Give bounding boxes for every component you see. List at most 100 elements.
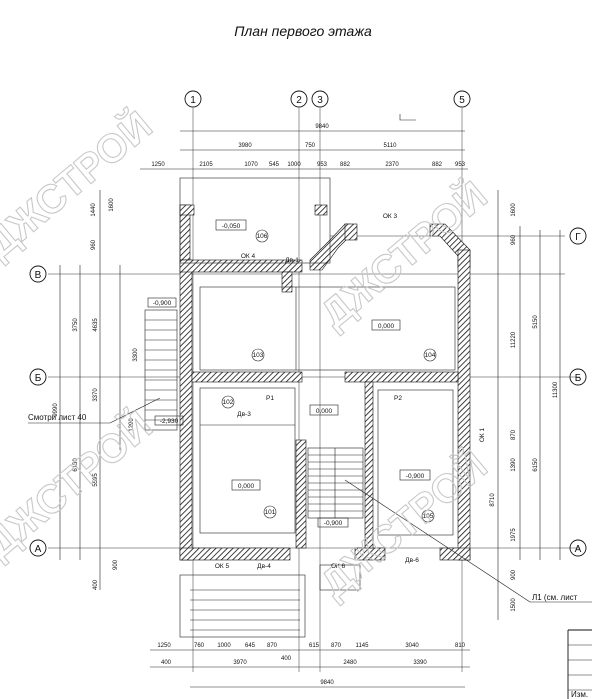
axis-bubble-5: 5 (453, 90, 471, 108)
svg-text:101: 101 (265, 509, 276, 516)
right-dimension-chains: 1600 960 5150 11220 11300 870 6150 1390 … (490, 190, 561, 620)
svg-text:810: 810 (455, 643, 466, 649)
svg-text:8710: 8710 (490, 493, 496, 507)
svg-text:6150: 6150 (73, 458, 79, 472)
svg-text:ОК 4: ОК 4 (241, 253, 256, 260)
room-101: 101 0,000 (231, 479, 277, 519)
svg-text:1000: 1000 (287, 162, 301, 168)
svg-text:400: 400 (161, 660, 172, 666)
watermarks: ДЖСТРОЙ ДЖСТРОЙ ДЖСТРОЙ ДЖСТРОЙ (0, 101, 496, 607)
svg-text:3970: 3970 (233, 660, 247, 666)
svg-text:760: 760 (194, 643, 205, 649)
svg-text:3750: 3750 (73, 318, 79, 332)
interior-stairs (308, 448, 363, 518)
svg-text:1000: 1000 (217, 643, 231, 649)
svg-text:11220: 11220 (511, 331, 517, 348)
svg-text:11300: 11300 (553, 381, 559, 398)
svg-text:ОК 6: ОК 6 (331, 563, 346, 570)
svg-text:400: 400 (93, 579, 99, 590)
porch-stairs-bottom (179, 564, 361, 638)
svg-text:106: 106 (257, 233, 268, 240)
svg-text:9990: 9990 (53, 403, 59, 417)
svg-text:А: А (35, 544, 42, 555)
svg-text:3390: 3390 (413, 660, 427, 666)
svg-text:0,000: 0,000 (378, 323, 395, 330)
svg-text:Л1 (см. лист: Л1 (см. лист (532, 593, 578, 602)
interior-outlines (179, 177, 456, 536)
svg-text:3300: 3300 (133, 348, 139, 362)
svg-text:882: 882 (432, 162, 443, 168)
room-102: 102 0,000 (221, 395, 339, 416)
svg-text:870: 870 (331, 643, 342, 649)
svg-text:ОК 1: ОК 1 (479, 427, 486, 442)
svg-text:А: А (575, 544, 582, 555)
svg-text:1250: 1250 (151, 162, 165, 168)
axis-bubble-b-right: Б (569, 368, 587, 386)
svg-text:104: 104 (425, 352, 436, 359)
svg-text:-0,900: -0,900 (324, 520, 343, 527)
axis-bubble-a-left: А (29, 539, 47, 557)
top-dimension-chains: 9840 3980 750 5110 1250 2105 1070 545 10… (140, 114, 468, 170)
svg-text:960: 960 (91, 239, 97, 250)
room-103: 103 (251, 348, 265, 362)
svg-text:Дв-1: Дв-1 (285, 257, 299, 264)
svg-text:6150: 6150 (533, 458, 539, 472)
svg-text:1600: 1600 (511, 203, 517, 217)
note-l1-reference: Л1 (см. лист (344, 479, 592, 603)
svg-text:5: 5 (459, 95, 465, 106)
svg-text:5595: 5595 (93, 473, 99, 487)
svg-text:3: 3 (317, 95, 323, 106)
svg-text:0,000: 0,000 (238, 483, 255, 490)
svg-text:9840: 9840 (315, 124, 329, 130)
svg-text:0,000: 0,000 (316, 408, 333, 415)
svg-text:Дв-6: Дв-6 (405, 557, 419, 564)
svg-text:750: 750 (305, 143, 316, 149)
svg-text:2105: 2105 (199, 162, 213, 168)
svg-text:1145: 1145 (356, 643, 370, 649)
svg-text:Дв-4: Дв-4 (257, 563, 271, 570)
room-106: 106 -0,050 (215, 219, 269, 243)
element-labels: ОК 3 ОК 4 Дв-1 Дв-3 Р1 Р2 ОК 5 Дв-4 ОК 6… (215, 213, 486, 570)
svg-text:1600: 1600 (109, 198, 115, 212)
svg-text:-0,900: -0,900 (153, 300, 172, 307)
svg-text:Дв-3: Дв-3 (237, 411, 251, 418)
svg-text:4635: 4635 (93, 318, 99, 332)
axis-bubble-v-left: В (29, 265, 47, 283)
grid-axes (48, 108, 580, 672)
svg-text:1250: 1250 (157, 643, 171, 649)
entrance-stairs-left (144, 309, 178, 431)
svg-text:2480: 2480 (343, 660, 357, 666)
svg-text:Р2: Р2 (394, 395, 402, 402)
svg-text:1440: 1440 (91, 203, 97, 217)
extra-levels: -0,900 -2,930 -0,900 (147, 297, 349, 528)
svg-text:105: 105 (423, 513, 434, 520)
svg-text:3370: 3370 (93, 388, 99, 402)
svg-text:ОК 5: ОК 5 (215, 563, 230, 570)
svg-text:102: 102 (223, 399, 234, 406)
svg-text:-0,900: -0,900 (406, 473, 425, 480)
axis-bubble-2: 2 (290, 90, 308, 108)
drawing-title: План первого этажа (234, 23, 372, 39)
note-see-sheet: Смотри лист 40 (28, 397, 161, 424)
title-block: Изм. (567, 629, 592, 699)
svg-text:870: 870 (511, 429, 517, 440)
svg-text:1290: 1290 (129, 418, 135, 432)
svg-text:1500: 1500 (511, 598, 517, 612)
svg-text:1070: 1070 (244, 162, 258, 168)
svg-text:960: 960 (511, 234, 517, 245)
left-dimension-chains: 1440 960 1600 3750 4635 3300 9990 6150 5… (53, 190, 139, 590)
svg-text:545: 545 (269, 162, 280, 168)
svg-text:1: 1 (190, 95, 196, 106)
svg-text:900: 900 (511, 569, 517, 580)
axis-bubble-g-right: Г (569, 227, 587, 245)
svg-text:-0,050: -0,050 (222, 223, 241, 230)
svg-text:5150: 5150 (533, 315, 539, 329)
svg-text:1390: 1390 (511, 458, 517, 472)
svg-text:Изм.: Изм. (571, 690, 588, 699)
axis-bubble-3: 3 (311, 90, 329, 108)
svg-text:5110: 5110 (384, 143, 398, 149)
svg-text:870: 870 (267, 643, 278, 649)
room-104: 104 0,000 (371, 319, 437, 362)
svg-text:882: 882 (340, 162, 351, 168)
